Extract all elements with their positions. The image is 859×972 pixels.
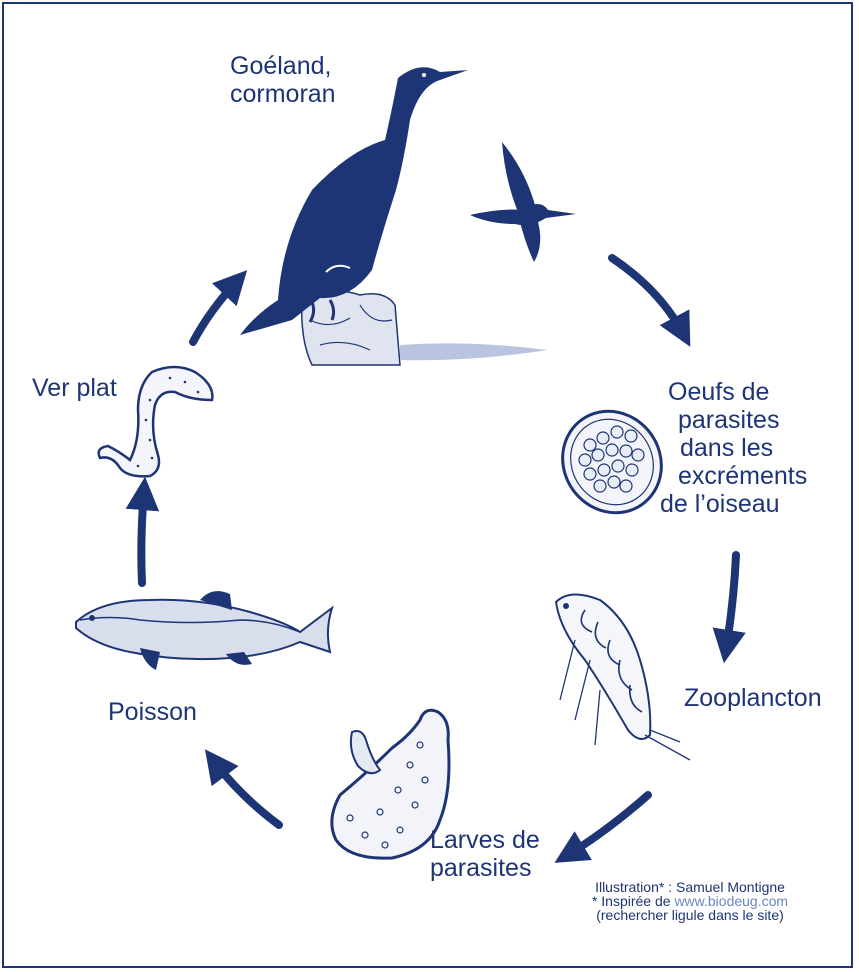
credit-line1: Illustration* : Samuel Montigne	[560, 880, 820, 894]
bird-label-line1: Goéland,	[230, 52, 336, 80]
larvae-label-line2: parasites	[430, 854, 540, 882]
eggs-label-line3: dans les	[660, 434, 816, 462]
eggs-stage-label: Oeufs de parasites dans les excréments d…	[660, 378, 816, 518]
arrow-fish-to-worm	[141, 490, 144, 583]
eggs-label-line5: de l’oiseau	[660, 490, 816, 518]
rock-icon	[302, 291, 548, 365]
worm-stage-label: Ver plat	[32, 374, 117, 402]
illustration-credit: Illustration* : Samuel Montigne * Inspir…	[560, 880, 820, 922]
credit-line3: (rechercher ligule dans le site)	[560, 908, 820, 922]
larvae-label-line1: Larves de	[430, 826, 540, 854]
eggs-label-line4: excréments	[660, 462, 816, 490]
fish-stage-label: Poisson	[108, 698, 197, 726]
bird-label-line2: cormoran	[230, 80, 336, 108]
arrow-eggs-to-zooplankton	[726, 555, 736, 650]
eggs-label-line1: Oeufs de	[660, 378, 816, 406]
arrow-larvae-to-fish	[213, 760, 279, 825]
bird-stage-label: Goéland, cormoran	[230, 52, 336, 108]
larvae-stage-label: Larves de parasites	[430, 826, 540, 882]
fish-icon	[76, 591, 332, 670]
credit-line2: * Inspirée de www.biodeug.com	[560, 894, 820, 908]
arrow-bird-to-eggs	[612, 258, 684, 335]
zooplankton-icon	[556, 594, 690, 760]
arrow-worm-to-bird	[193, 280, 238, 342]
zooplankton-stage-label: Zooplancton	[684, 684, 822, 712]
eggs-label-line2: parasites	[660, 406, 816, 434]
flying-bird-icon	[470, 142, 576, 262]
arrow-zooplankton-to-larvae	[566, 795, 648, 856]
